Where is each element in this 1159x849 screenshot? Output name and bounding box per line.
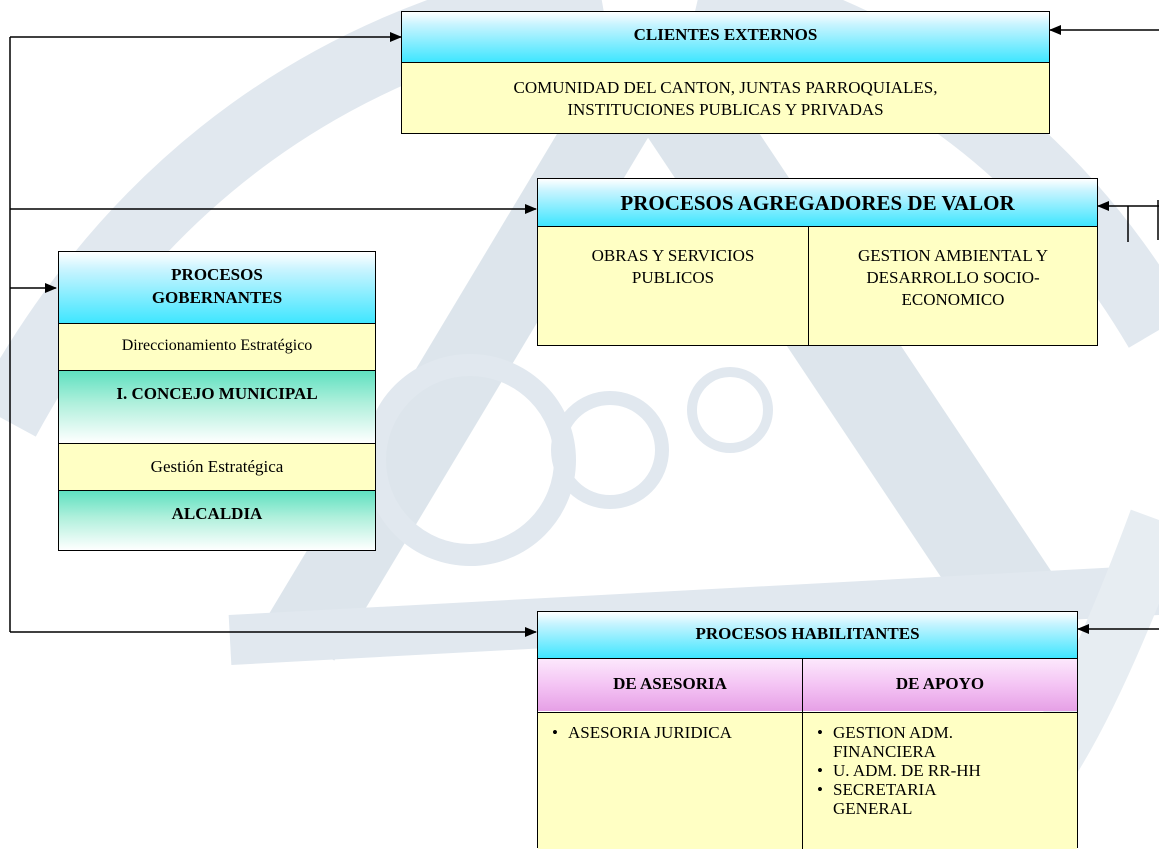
list-item-rrhh: U. ADM. DE RR-HH (813, 761, 1073, 780)
clientes-externos-title: CLIENTES EXTERNOS (633, 25, 818, 44)
gestion-row: Gestión Estratégica (59, 444, 375, 491)
clientes-externos-body: COMUNIDAD DEL CANTON, JUNTAS PARROQUIALE… (402, 63, 1049, 133)
habilitantes-header: PROCESOS HABILITANTES (538, 612, 1077, 659)
list-item-secretaria: SECRETARIA GENERAL (813, 780, 1073, 818)
agregadores-col-gestion: GESTION AMBIENTAL Y DESARROLLO SOCIO- EC… (857, 246, 1049, 309)
agregadores-header: PROCESOS AGREGADORES DE VALOR (538, 179, 1097, 227)
agregadores-title: PROCESOS AGREGADORES DE VALOR (620, 191, 1015, 215)
clientes-externos-box: CLIENTES EXTERNOS COMUNIDAD DEL CANTON, … (401, 11, 1050, 134)
concejo-row: I. CONCEJO MUNICIPAL (59, 371, 375, 444)
gobernantes-title-2: GOBERNANTES (151, 288, 283, 307)
habilitantes-box: PROCESOS HABILITANTES DE ASESORIA DE APO… (537, 611, 1078, 849)
direccionamiento-label: Direccionamiento Estratégico (121, 337, 313, 354)
list-item-asesoria-juridica: ASESORIA JURIDICA (548, 723, 802, 742)
agregadores-col-obras: OBRAS Y SERVICIOS PUBLICOS (591, 246, 755, 287)
agregadores-body: OBRAS Y SERVICIOS PUBLICOS GESTION AMBIE… (538, 227, 1097, 345)
agregadores-box: PROCESOS AGREGADORES DE VALOR OBRAS Y SE… (537, 178, 1098, 346)
gobernantes-box: PROCESOS GOBERNANTES Direccionamiento Es… (58, 251, 376, 551)
asesoria-list: ASESORIA JURIDICA (548, 723, 802, 742)
apoyo-header: DE APOYO (803, 659, 1077, 711)
clientes-externos-header: CLIENTES EXTERNOS (402, 12, 1049, 63)
habilitantes-subheaders: DE ASESORIA DE APOYO (538, 659, 1077, 713)
gobernantes-title-1: PROCESOS (171, 265, 263, 284)
clientes-line-2: INSTITUCIONES PUBLICAS Y PRIVADAS (567, 100, 884, 119)
apoyo-list: GESTION ADM. FINANCIERA U. ADM. DE RR-HH… (813, 723, 1073, 818)
habilitantes-body: ASESORIA JURIDICA GESTION ADM. FINANCIER… (538, 713, 1077, 849)
asesoria-header: DE ASESORIA (538, 659, 802, 711)
clientes-line-1: COMUNIDAD DEL CANTON, JUNTAS PARROQUIALE… (513, 78, 938, 97)
habilitantes-title: PROCESOS HABILITANTES (695, 624, 920, 643)
direccionamiento-row: Direccionamiento Estratégico (59, 324, 375, 371)
gestion-label: Gestión Estratégica (150, 457, 284, 476)
alcaldia-row: ALCALDIA (59, 491, 375, 550)
list-item-gestion-adm: GESTION ADM. FINANCIERA (813, 723, 1073, 761)
gobernantes-header: PROCESOS GOBERNANTES (59, 252, 375, 324)
concejo-label: I. CONCEJO MUNICIPAL (116, 384, 318, 403)
alcaldia-label: ALCALDIA (171, 504, 263, 523)
